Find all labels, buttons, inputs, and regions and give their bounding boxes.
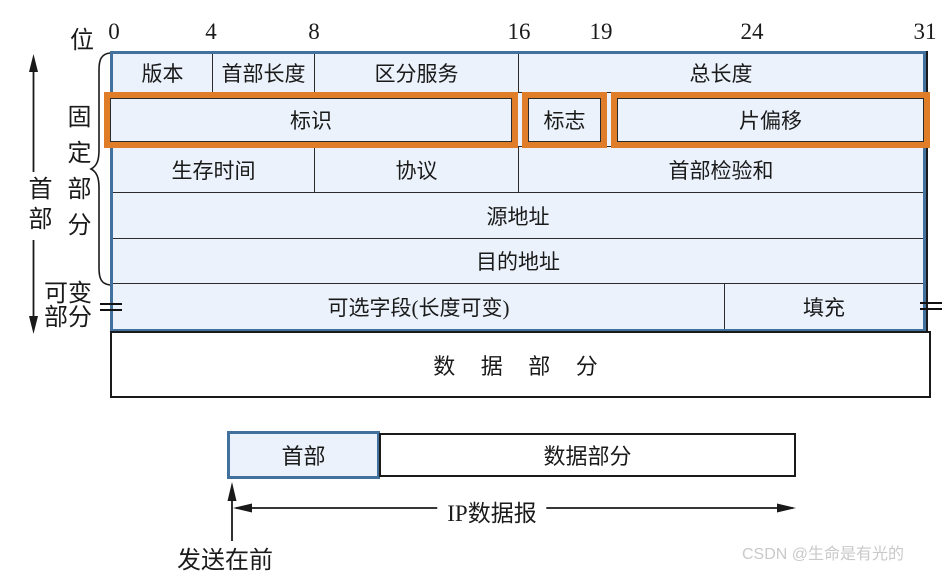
field-destination-address: 目的地址 — [476, 250, 560, 274]
arrowhead-up-icon — [227, 482, 237, 501]
ipv4-header-table: 版本 首部长度 区分服务 总长度 生存时间 协议 首部检验和 源地址 目的地址 … — [104, 51, 930, 332]
field-padding: 填充 — [724, 284, 923, 329]
field-dscp: 区分服务 — [314, 54, 518, 92]
field-source-address: 源地址 — [486, 204, 550, 229]
variable-part-label: 可变 部分 — [44, 282, 92, 330]
break-mark-left — [100, 303, 122, 315]
field-total-length: 总长度 — [518, 54, 923, 92]
bit-tick-19: 19 — [589, 19, 613, 44]
field-ttl: 生存时间 — [171, 158, 256, 183]
field-version: 版本 — [141, 62, 184, 86]
fixed-part-label: 固定部分 — [63, 104, 89, 248]
packet-header-box: 首部 — [227, 431, 380, 479]
bit-tick-0: 0 — [108, 19, 120, 44]
packet-data-box: 数据部分 — [379, 433, 796, 477]
field-identification-highlight: 标识 — [104, 92, 518, 148]
sent-first-arrow — [227, 482, 237, 541]
table-row-4: 源地址 — [113, 193, 923, 239]
arrowhead-down-icon — [29, 316, 38, 334]
field-protocol: 协议 — [314, 147, 518, 192]
table-row-1: 版本 首部长度 区分服务 总长度 — [113, 54, 923, 93]
break-mark-right — [920, 302, 942, 314]
bit-tick-16: 16 — [507, 19, 531, 44]
bit-unit-label: 位 — [70, 28, 94, 54]
field-header-length: 首部长度 — [212, 54, 314, 92]
table-row-5: 目的地址 — [113, 239, 923, 284]
arrowhead-left-icon — [233, 503, 252, 513]
variable-part-line2: 部分 — [44, 305, 92, 331]
ip-datagram-label: IP数据报 — [437, 494, 547, 528]
data-section-row: 数 据 部 分 — [110, 331, 931, 398]
field-header-checksum: 首部检验和 — [518, 147, 923, 192]
field-options: 可选字段(长度可变) — [327, 295, 510, 320]
watermark: CSDN @生命是有光的 — [742, 546, 905, 563]
sent-first-label: 发送在前 — [177, 548, 273, 574]
arrowhead-right-icon — [777, 503, 796, 513]
field-fragment-offset-highlight: 片偏移 — [611, 92, 930, 148]
bit-tick-31: 31 — [913, 19, 937, 44]
header-label: 首部 — [19, 172, 56, 240]
bit-tick-4: 4 — [205, 19, 217, 44]
table-row-6: 可选字段(长度可变) 填充 — [113, 284, 923, 329]
bit-tick-24: 24 — [740, 19, 764, 44]
field-flags-highlight: 标志 — [522, 92, 607, 148]
variable-part-line1: 可变 — [44, 281, 92, 307]
table-row-3: 生存时间 协议 首部检验和 — [113, 147, 923, 193]
table-row-2 — [113, 93, 923, 147]
arrowhead-up-icon — [29, 54, 38, 72]
bit-tick-8: 8 — [308, 19, 320, 44]
